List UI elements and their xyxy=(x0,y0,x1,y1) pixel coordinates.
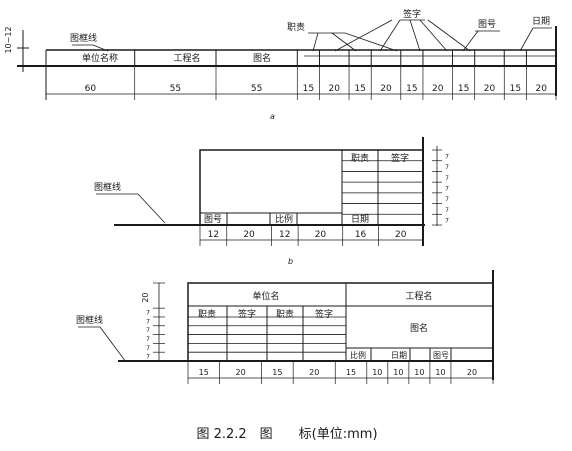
b-scale: 比例 xyxy=(275,213,293,225)
c-width-label: 10 xyxy=(393,368,403,377)
callout-leaders xyxy=(308,19,552,52)
diagram-a: 10~12 图框线 单位名称 工程名 图名 职责 签字 图号 日期 xyxy=(4,8,557,121)
b-side-label: 7 xyxy=(445,175,449,182)
b-width-label: 16 xyxy=(355,230,367,240)
c-scale: 比例 xyxy=(350,350,366,360)
width-label: 15 xyxy=(458,84,469,94)
c-width-label: 20 xyxy=(309,368,319,377)
border-line-label-c: 图框线 xyxy=(76,314,103,326)
c-width-label: 15 xyxy=(272,368,282,377)
c-side-label: 7 xyxy=(146,354,150,361)
b-width-label: 20 xyxy=(315,230,327,240)
border-label-leader-b xyxy=(137,193,166,224)
column-dividers xyxy=(134,50,527,66)
dimension-ticks xyxy=(45,66,557,100)
width-label: 20 xyxy=(535,84,547,94)
callout-signature: 签字 xyxy=(403,8,421,20)
b-side-dims: 7 7 7 7 7 7 7 xyxy=(432,149,449,226)
b-width-label: 20 xyxy=(395,230,407,240)
b-side-label: 7 xyxy=(445,164,449,171)
border-label-leader-c xyxy=(99,326,127,363)
width-label: 15 xyxy=(406,84,417,94)
c-side-label: 7 xyxy=(146,318,150,325)
callout-date: 日期 xyxy=(532,16,550,27)
c-signature-2: 签字 xyxy=(315,308,333,320)
c-project-name: 工程名 xyxy=(405,290,432,302)
b-width-label: 20 xyxy=(243,230,255,240)
callout-duty: 职责 xyxy=(287,21,305,33)
c-drawing-name: 图名 xyxy=(410,322,428,334)
width-label: 15 xyxy=(303,84,314,94)
c-width-label: 15 xyxy=(199,368,209,377)
cell-drawing-name: 图名 xyxy=(253,52,271,64)
callout-drawing-no: 图号 xyxy=(478,19,496,30)
b-date: 日期 xyxy=(351,214,369,225)
c-width-label: 10 xyxy=(414,368,424,377)
width-labels: 60 55 55 15 20 15 20 15 20 15 20 15 20 xyxy=(85,84,548,94)
b-width-label: 12 xyxy=(208,230,219,240)
b-side-label: 7 xyxy=(445,196,449,203)
c-side-label: 7 xyxy=(146,327,150,334)
b-side-label: 7 xyxy=(445,186,449,193)
b-width-labels: 12 20 12 20 16 20 xyxy=(208,230,407,240)
width-label: 55 xyxy=(251,84,262,94)
border-line-label: 图框线 xyxy=(70,32,97,44)
c-drawing-no: 图号 xyxy=(433,351,449,360)
width-label: 20 xyxy=(484,84,496,94)
cell-project-name: 工程名 xyxy=(173,52,200,64)
b-duty: 职责 xyxy=(351,152,369,164)
b-side-label: 7 xyxy=(445,218,449,225)
width-label: 20 xyxy=(432,84,444,94)
c-duty-1: 职责 xyxy=(198,308,216,320)
c-unit-name: 单位名 xyxy=(252,290,279,302)
width-label: 15 xyxy=(354,84,365,94)
c-width-label: 20 xyxy=(235,368,245,377)
c-dimension-ticks xyxy=(187,361,494,384)
side-dim-label: 10~12 xyxy=(4,26,13,53)
b-side-label: 7 xyxy=(445,207,449,214)
diagram-c: 图框线 单位名 工程名 职责 签字 职责 签字 图名 比例 日期 图号 2077… xyxy=(76,270,494,384)
width-label: 60 xyxy=(85,84,97,94)
c-duty-2: 职责 xyxy=(276,308,294,320)
caption-b: b xyxy=(288,257,293,266)
b-signature: 签字 xyxy=(391,152,409,164)
c-side-label: 20 xyxy=(141,292,150,302)
width-label: 20 xyxy=(329,84,341,94)
c-width-label: 10 xyxy=(435,368,445,377)
c-side-label: 7 xyxy=(146,336,150,343)
b-dimension-ticks xyxy=(199,225,424,246)
width-label: 20 xyxy=(380,84,392,94)
c-width-label: 10 xyxy=(372,368,382,377)
block-b-outline xyxy=(199,149,424,226)
c-width-label: 20 xyxy=(467,368,477,377)
block-c-outline xyxy=(187,282,494,362)
c-side-label: 7 xyxy=(146,345,150,352)
cell-unit-name: 单位名称 xyxy=(82,52,118,64)
b-drawing-no: 图号 xyxy=(204,214,222,225)
block-b-rows xyxy=(342,160,423,215)
c-side-label: 7 xyxy=(146,310,150,317)
width-label: 55 xyxy=(170,84,181,94)
c-width-labels: 15 20 15 20 15 10 10 10 10 20 xyxy=(199,368,477,377)
c-date: 日期 xyxy=(391,351,407,360)
figure-caption: 图 2.2.2 图 标(单位:mm) xyxy=(196,427,377,442)
c-width-label: 15 xyxy=(346,368,356,377)
width-label: 15 xyxy=(510,84,521,94)
b-side-label: 7 xyxy=(445,153,449,160)
c-signature-1: 签字 xyxy=(238,308,256,320)
b-width-label: 12 xyxy=(279,230,290,240)
border-line-label-b: 图框线 xyxy=(94,181,121,193)
caption-a: a xyxy=(270,112,275,121)
